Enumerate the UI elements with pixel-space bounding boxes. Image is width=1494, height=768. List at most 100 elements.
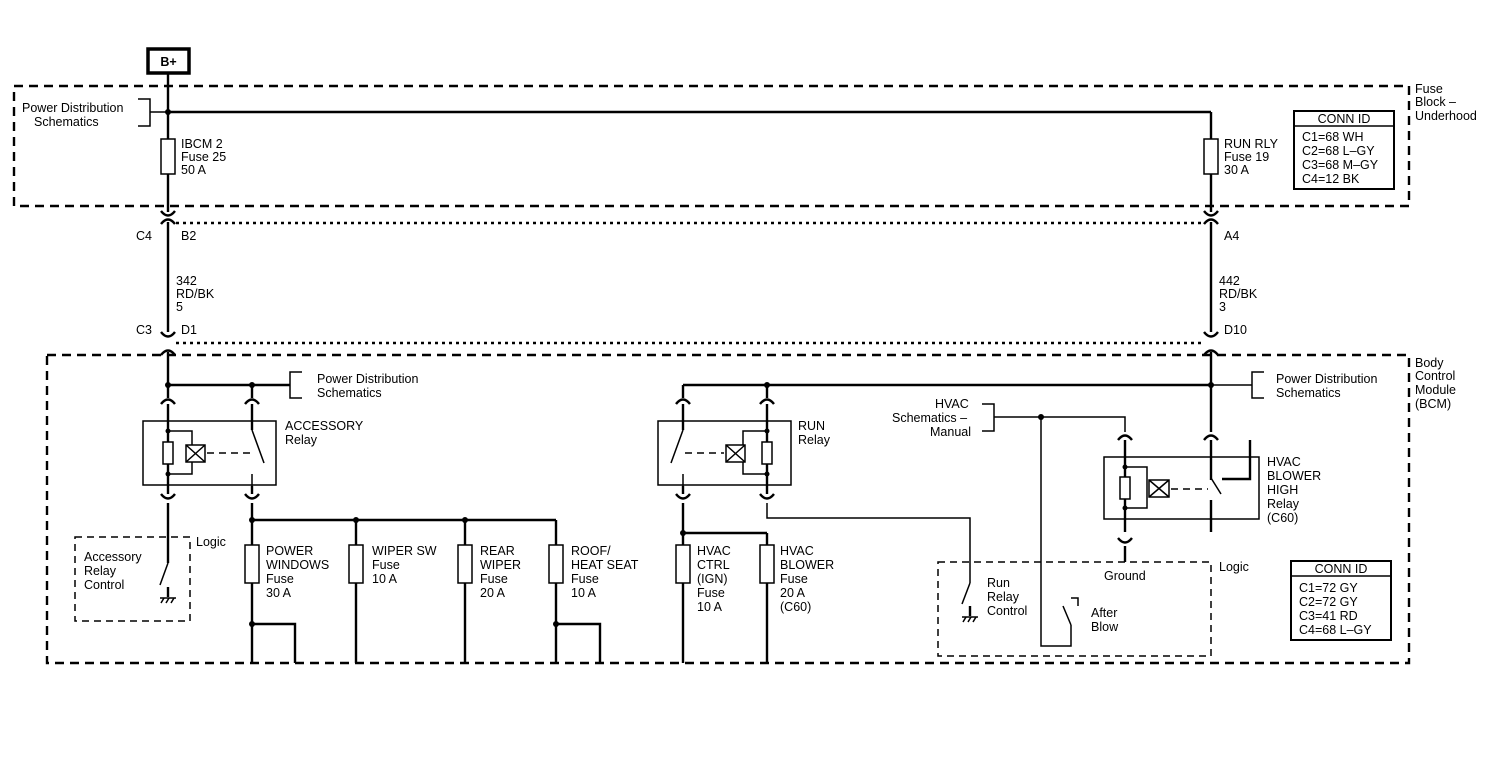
svg-text:Relay: Relay <box>1267 497 1300 511</box>
bcm-label: Body Control Module (BCM) <box>1415 356 1456 411</box>
svg-text:5: 5 <box>176 300 183 314</box>
svg-text:WINDOWS: WINDOWS <box>266 558 329 572</box>
svg-text:3: 3 <box>1219 300 1226 314</box>
svg-text:BLOWER: BLOWER <box>780 558 834 572</box>
fuse-power-windows: POWER WINDOWS Fuse 30 A <box>244 544 329 600</box>
svg-text:BLOWER: BLOWER <box>1267 469 1321 483</box>
svg-text:RD/BK: RD/BK <box>1219 287 1258 301</box>
fuse-ibcm2: IBCM 2 Fuse 25 50 A <box>160 137 226 177</box>
run-relay-control: Run Relay Control <box>961 576 1027 623</box>
svg-text:WIPER: WIPER <box>480 558 521 572</box>
power-distribution-ref-top[interactable]: Power Distribution Schematics <box>22 98 168 129</box>
fuse-wiper-sw: WIPER SW Fuse 10 A <box>348 544 437 586</box>
svg-text:Block –: Block – <box>1415 95 1456 109</box>
svg-text:Fuse: Fuse <box>697 586 725 600</box>
svg-text:Manual: Manual <box>930 425 971 439</box>
run-relay <box>657 420 792 486</box>
svg-text:WIPER SW: WIPER SW <box>372 544 437 558</box>
svg-text:30 A: 30 A <box>266 586 292 600</box>
pin-d10: D10 <box>1224 323 1247 337</box>
svg-text:Relay: Relay <box>285 433 318 447</box>
svg-text:30 A: 30 A <box>1224 163 1250 177</box>
svg-text:Power Distribution: Power Distribution <box>22 101 123 115</box>
accessory-relay-label: ACCESSORY Relay <box>285 419 364 447</box>
run-relay-label: RUN Relay <box>798 419 831 447</box>
svg-text:Relay: Relay <box>84 564 117 578</box>
pin-d1: D1 <box>181 323 197 337</box>
svg-text:Power Distribution: Power Distribution <box>317 372 418 386</box>
svg-text:Fuse: Fuse <box>266 572 294 586</box>
svg-text:Fuse 25: Fuse 25 <box>181 150 226 164</box>
svg-text:C1=68 WH: C1=68 WH <box>1302 130 1363 144</box>
svg-text:CONN ID: CONN ID <box>1315 562 1368 576</box>
svg-text:IBCM 2: IBCM 2 <box>181 137 223 151</box>
svg-text:Accessory: Accessory <box>84 550 142 564</box>
svg-text:442: 442 <box>1219 274 1240 288</box>
run-logic-label: Logic <box>1219 560 1249 574</box>
wire-342: 342 RD/BK 5 <box>176 274 215 314</box>
svg-text:Fuse 19: Fuse 19 <box>1224 150 1269 164</box>
svg-text:Control: Control <box>987 604 1027 618</box>
svg-text:HVAC: HVAC <box>697 544 731 558</box>
hvac-blower-high-relay <box>1103 440 1260 532</box>
power-distribution-ref-bcm-right[interactable]: Power Distribution Schematics <box>1211 371 1377 400</box>
pin-c4: C4 <box>136 229 152 243</box>
svg-text:HIGH: HIGH <box>1267 483 1298 497</box>
svg-text:C3=41 RD: C3=41 RD <box>1299 609 1358 623</box>
svg-text:C4=68 L–GY: C4=68 L–GY <box>1299 623 1372 637</box>
svg-text:10 A: 10 A <box>571 586 597 600</box>
hvac-schematics-ref[interactable]: HVAC Schematics – Manual <box>892 397 995 439</box>
after-blow-switch: After Blow <box>1062 597 1119 634</box>
svg-text:10 A: 10 A <box>697 600 723 614</box>
svg-text:Blow: Blow <box>1091 620 1119 634</box>
svg-text:50 A: 50 A <box>181 163 207 177</box>
svg-text:Fuse: Fuse <box>571 572 599 586</box>
svg-text:HEAT SEAT: HEAT SEAT <box>571 558 639 572</box>
svg-text:10 A: 10 A <box>372 572 398 586</box>
svg-text:REAR: REAR <box>480 544 515 558</box>
svg-text:(C60): (C60) <box>1267 511 1298 525</box>
svg-text:ROOF/: ROOF/ <box>571 544 611 558</box>
ground-label: Ground <box>1104 569 1146 583</box>
svg-text:C4=12 BK: C4=12 BK <box>1302 172 1360 186</box>
svg-text:RUN RLY: RUN RLY <box>1224 137 1279 151</box>
accessory-logic-box <box>74 536 191 622</box>
svg-text:20 A: 20 A <box>780 586 806 600</box>
svg-text:20 A: 20 A <box>480 586 506 600</box>
svg-text:After: After <box>1091 606 1117 620</box>
battery-label: B+ <box>160 55 176 69</box>
fuse-roof-heat-seat: ROOF/ HEAT SEAT Fuse 10 A <box>548 544 639 600</box>
svg-text:CONN ID: CONN ID <box>1318 112 1371 126</box>
svg-text:(C60): (C60) <box>780 600 811 614</box>
fuse-rear-wiper: REAR WIPER Fuse 20 A <box>457 544 521 600</box>
svg-text:Control: Control <box>1415 369 1455 383</box>
svg-text:HVAC: HVAC <box>780 544 814 558</box>
wire-442: 442 RD/BK 3 <box>1219 274 1258 314</box>
power-distribution-ref-bcm-left[interactable]: Power Distribution Schematics <box>289 371 418 400</box>
bcm-boundary <box>45 353 1411 665</box>
svg-text:Relay: Relay <box>987 590 1020 604</box>
svg-text:ACCESSORY: ACCESSORY <box>285 419 364 433</box>
fuse-run-rly: RUN RLY Fuse 19 30 A <box>1203 137 1279 177</box>
svg-text:Fuse: Fuse <box>780 572 808 586</box>
pin-a4: A4 <box>1224 229 1239 243</box>
svg-text:RD/BK: RD/BK <box>176 287 215 301</box>
svg-text:HVAC: HVAC <box>1267 455 1301 469</box>
svg-text:HVAC: HVAC <box>935 397 969 411</box>
svg-text:Power Distribution: Power Distribution <box>1276 372 1377 386</box>
svg-text:RUN: RUN <box>798 419 825 433</box>
svg-text:Fuse: Fuse <box>372 558 400 572</box>
accessory-relay-control: Accessory Relay Control <box>84 550 176 604</box>
svg-text:Fuse: Fuse <box>1415 82 1443 96</box>
svg-text:342: 342 <box>176 274 197 288</box>
svg-text:Schematics: Schematics <box>1276 386 1341 400</box>
svg-text:(BCM): (BCM) <box>1415 397 1451 411</box>
svg-text:Module: Module <box>1415 383 1456 397</box>
svg-text:POWER: POWER <box>266 544 313 558</box>
svg-text:C2=68 L–GY: C2=68 L–GY <box>1302 144 1375 158</box>
svg-text:C3=68 M–GY: C3=68 M–GY <box>1302 158 1379 172</box>
svg-text:C1=72 GY: C1=72 GY <box>1299 581 1358 595</box>
fuse-block-label: Fuse Block – Underhood <box>1415 82 1477 123</box>
svg-text:Schematics: Schematics <box>34 115 99 129</box>
svg-text:Body: Body <box>1415 356 1444 370</box>
